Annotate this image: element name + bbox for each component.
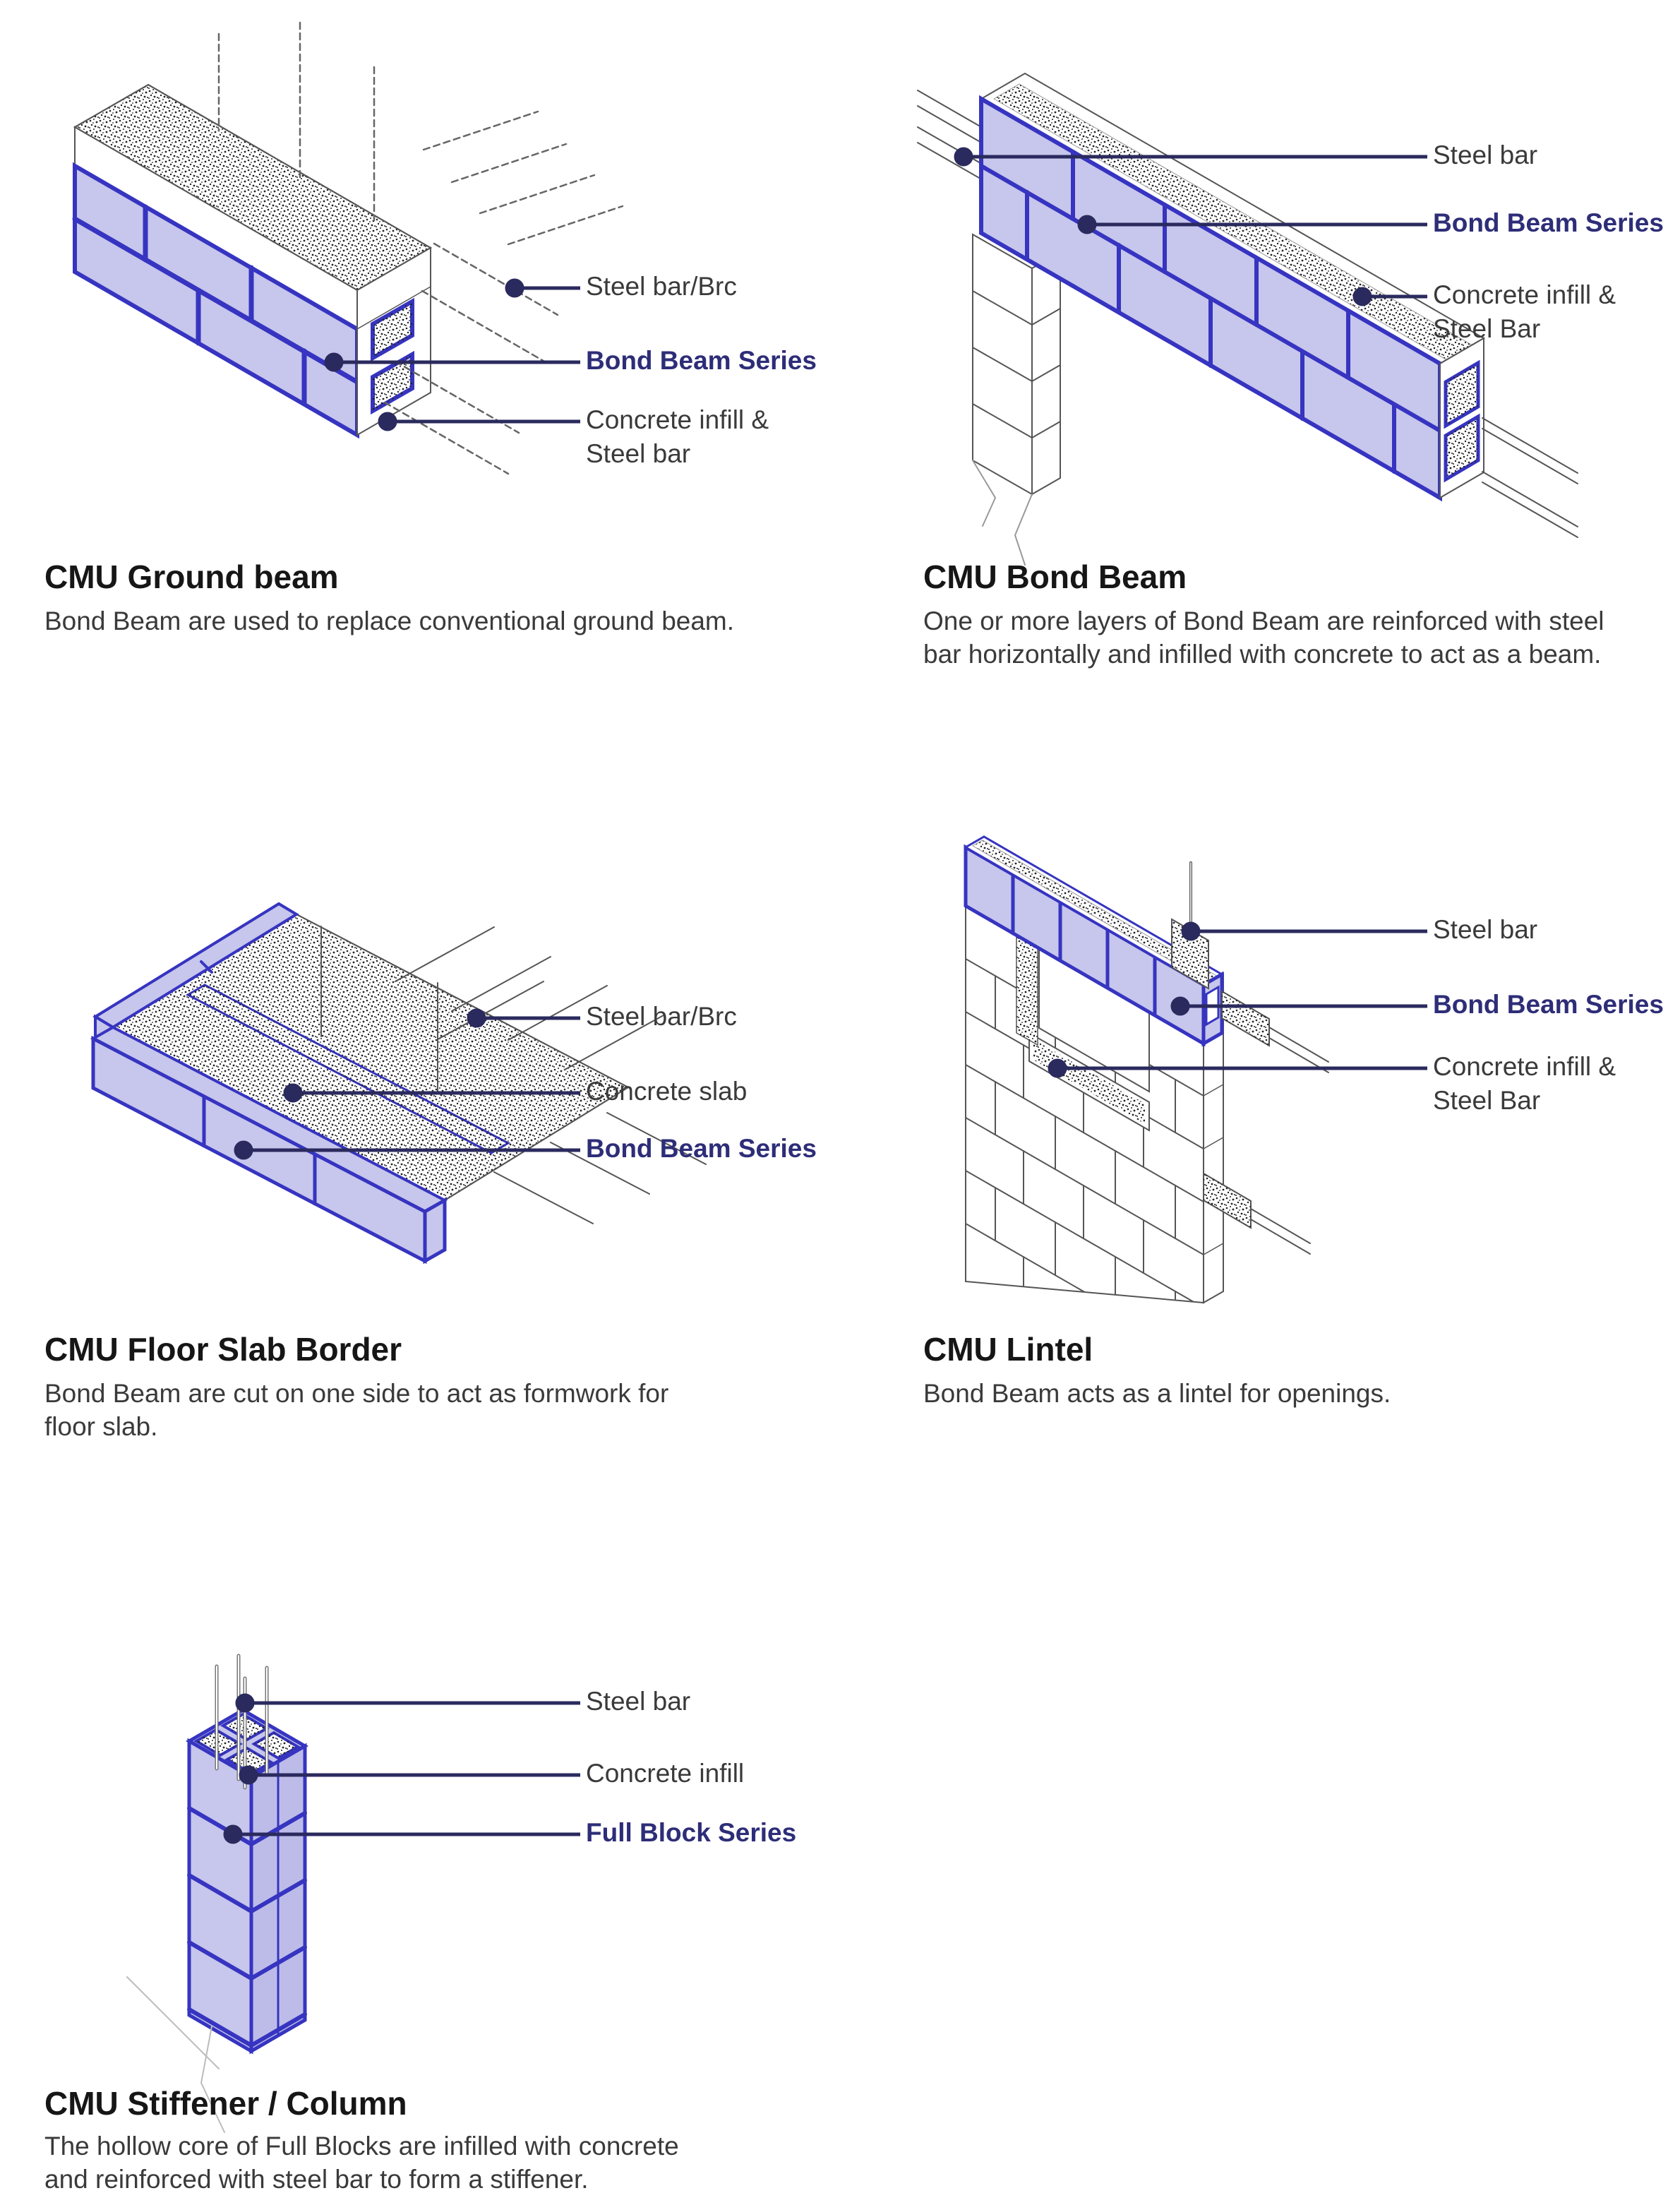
callout-bond-beam-series: Bond Beam Series: [1433, 208, 1664, 237]
section-description-bond-beam: One or more layers of Bond Beam are rein…: [923, 606, 1604, 669]
diagram-stiffener-column: [126, 1654, 308, 2133]
diagram-lintel: [964, 835, 1329, 1304]
section-description-stiffener-column: The hollow core of Full Blocks are infil…: [44, 2132, 679, 2194]
callout-full-block-series: Full Block Series: [586, 1818, 797, 1847]
callout-bond-beam-series: Bond Beam Series: [586, 346, 817, 375]
callout-concrete-infill-steel-bar: Concrete infill & Steel Bar: [1433, 1052, 1616, 1115]
leader-lines: [223, 147, 1427, 1844]
callout-concrete-infill: Concrete infill: [586, 1759, 745, 1788]
callout-bond-beam-series: Bond Beam Series: [1433, 990, 1664, 1019]
callout-concrete-infill-steel-bar: Concrete infill & Steel bar: [586, 405, 769, 468]
section-description-lintel: Bond Beam acts as a lintel for openings.: [923, 1379, 1391, 1408]
callout-steel-bar: Steel bar: [586, 1687, 691, 1716]
callout-steel-bar: Steel bar: [1433, 915, 1538, 944]
section-title-ground-beam: CMU Ground beam: [44, 558, 339, 595]
callout-steel-bar: Steel bar: [1433, 141, 1538, 169]
section-description-floor-slab-border: Bond Beam are cut on one side to act as …: [44, 1379, 669, 1441]
callout-steel-bar-brc: Steel bar/Brc: [586, 272, 737, 301]
diagram-ground-beam: [72, 21, 624, 475]
section-title-bond-beam: CMU Bond Beam: [923, 558, 1187, 595]
section-title-lintel: CMU Lintel: [923, 1331, 1093, 1368]
section-title-stiffener-column: CMU Stiffener / Column: [44, 2085, 407, 2122]
callout-bond-beam-series: Bond Beam Series: [586, 1134, 817, 1163]
section-description-ground-beam: Bond Beam are used to replace convention…: [44, 606, 735, 635]
section-title-floor-slab-border: CMU Floor Slab Border: [44, 1331, 402, 1368]
callout-concrete-infill-steel-bar: Concrete infill & Steel Bar: [1433, 280, 1616, 343]
callout-concrete-slab: Concrete slab: [586, 1077, 748, 1106]
callout-steel-bar-brc: Steel bar/Brc: [586, 1002, 737, 1031]
